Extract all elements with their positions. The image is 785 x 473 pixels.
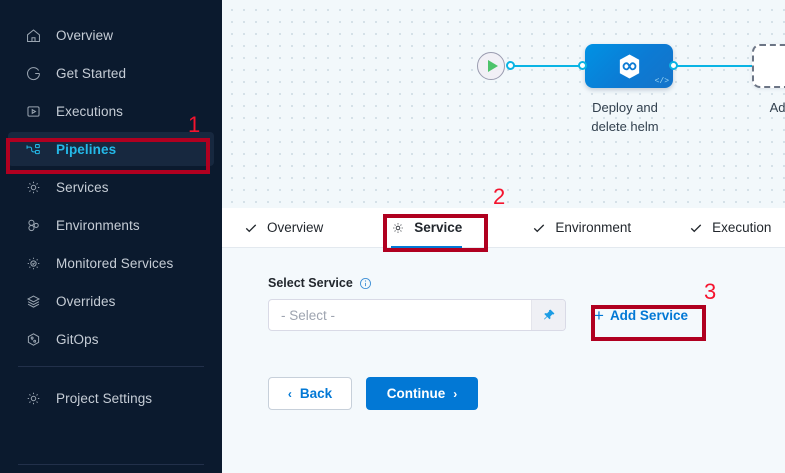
- tab-label: Service: [414, 220, 463, 235]
- tab-execution[interactable]: Execution: [689, 208, 771, 248]
- tab-service[interactable]: Service: [391, 208, 463, 249]
- check-icon: [532, 221, 546, 235]
- chevron-left-icon: ‹: [287, 386, 292, 401]
- connector-dot-stage-out: [669, 61, 678, 70]
- sidebar-item-label: Get Started: [56, 65, 127, 81]
- sidebar-divider: [18, 366, 204, 367]
- pipeline-graph: </> Deploy and delete helm Add Stage: [222, 0, 785, 150]
- check-icon: [244, 221, 258, 235]
- sidebar-item-overview[interactable]: Overview: [8, 18, 214, 52]
- connector-start-to-stage: [510, 65, 600, 67]
- sidebar-bottom-divider: [18, 464, 204, 465]
- sidebar-item-label: Overview: [56, 27, 114, 43]
- select-service-placeholder: - Select -: [281, 307, 336, 323]
- main-area: </> Deploy and delete helm Add Stage: [222, 0, 785, 473]
- sidebar-item-services[interactable]: Services: [8, 170, 214, 204]
- service-tab-panel: Select Service - Select -: [222, 248, 785, 473]
- chevron-right-icon: ›: [453, 386, 458, 401]
- get-started-icon: [22, 63, 44, 83]
- gear-icon: [22, 388, 44, 408]
- back-button-label: Back: [299, 386, 333, 401]
- play-icon: [487, 60, 498, 72]
- sidebar-item-label: Project Settings: [56, 390, 153, 406]
- continue-button-label: Continue: [386, 386, 446, 401]
- pipeline-canvas[interactable]: </> Deploy and delete helm Add Stage: [222, 0, 785, 208]
- sidebar-item-environments[interactable]: Environments: [8, 208, 214, 242]
- stage-node-label: Deploy and delete helm: [555, 98, 695, 136]
- executions-icon: [22, 101, 44, 121]
- harness-hexagon-icon: [619, 54, 639, 78]
- select-service-label-row: Select Service: [268, 276, 785, 290]
- tab-overview[interactable]: Overview: [244, 208, 323, 248]
- select-service-row: - Select - + Add Service: [268, 299, 785, 331]
- stage-node-deploy-and-delete-helm[interactable]: </>: [585, 44, 673, 88]
- sidebar-item-pipelines[interactable]: Pipelines: [8, 132, 214, 166]
- sidebar-item-overrides[interactable]: Overrides: [8, 284, 214, 318]
- start-node[interactable]: [477, 52, 505, 80]
- stage-tab-bar: Overview Service Environment Execution: [222, 208, 785, 249]
- sidebar-item-label: Services: [56, 179, 109, 195]
- sidebar-item-project-settings[interactable]: Project Settings: [8, 381, 214, 415]
- monitored-services-icon: [22, 253, 44, 273]
- annotation-number-1: 1: [188, 112, 201, 137]
- connector-dot-start: [506, 61, 515, 70]
- add-stage-label: Add Stage: [769, 100, 785, 115]
- layers-icon: [22, 291, 44, 311]
- annotation-number-3: 3: [704, 279, 717, 304]
- code-badge-icon: </>: [654, 77, 669, 86]
- add-stage-node[interactable]: [752, 44, 785, 88]
- home-icon: [22, 25, 44, 45]
- tab-environment[interactable]: Environment: [532, 208, 631, 248]
- sidebar-item-label: Overrides: [56, 293, 116, 309]
- sidebar-item-label: Executions: [56, 103, 124, 119]
- plus-icon: +: [594, 305, 604, 325]
- sidebar-item-label: GitOps: [56, 331, 99, 347]
- add-service-label: Add Service: [609, 307, 688, 323]
- pipelines-icon: [22, 139, 44, 159]
- back-button[interactable]: ‹ Back: [268, 377, 352, 410]
- form-action-buttons: ‹ Back Continue ›: [268, 377, 785, 410]
- tab-label: Environment: [555, 220, 632, 235]
- gitops-icon: [22, 329, 44, 349]
- sidebar-item-label: Environments: [56, 217, 140, 233]
- select-service-label: Select Service: [268, 276, 353, 290]
- sidebar-item-monitored-services[interactable]: Monitored Services: [8, 246, 214, 280]
- add-service-button[interactable]: + Add Service: [594, 307, 688, 324]
- sidebar-item-gitops[interactable]: GitOps: [8, 322, 214, 356]
- gear-icon: [22, 177, 44, 197]
- continue-button[interactable]: Continue ›: [366, 377, 478, 410]
- pin-icon[interactable]: [531, 300, 565, 330]
- sidebar-item-label: Pipelines: [56, 141, 117, 157]
- annotation-number-2: 2: [493, 184, 506, 209]
- tab-label: Execution: [712, 220, 772, 235]
- sidebar-item-get-started[interactable]: Get Started: [8, 56, 214, 90]
- sidebar: Overview Get Started Executions Pipeline…: [0, 0, 222, 473]
- gear-icon: [391, 221, 405, 235]
- environments-icon: [22, 215, 44, 235]
- info-icon[interactable]: [359, 277, 372, 290]
- select-service-input[interactable]: - Select -: [268, 299, 566, 331]
- stage-label-line2: delete helm: [591, 119, 659, 134]
- sidebar-item-executions[interactable]: Executions: [8, 94, 214, 128]
- connector-dot-stage-in: [578, 61, 587, 70]
- connector-stage-to-add: [662, 65, 760, 67]
- tab-label: Overview: [267, 220, 324, 235]
- check-icon: [689, 221, 703, 235]
- stage-label-line1: Deploy and: [592, 100, 658, 115]
- sidebar-item-label: Monitored Services: [56, 255, 174, 271]
